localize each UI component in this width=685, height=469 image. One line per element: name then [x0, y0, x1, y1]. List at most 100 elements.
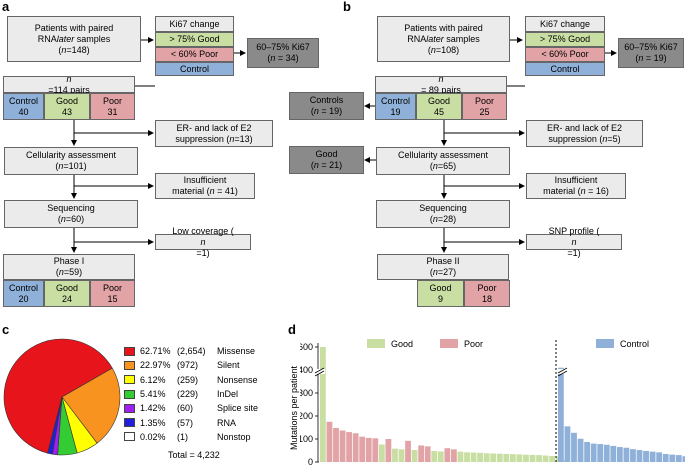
pie-legend-item: 62.71%(2,654)Missense	[124, 344, 274, 358]
bar-control	[590, 443, 597, 462]
pie-legend-label: Missense	[217, 346, 256, 357]
a-insufficient-box: Insufficient material (n = 41)	[155, 173, 255, 199]
b-controls-line2: (n = 19)	[310, 106, 343, 116]
pie-legend-label: Splice site	[217, 403, 259, 414]
b-controls-line1: Controls	[309, 95, 344, 105]
pie-legend-label: Silent	[217, 360, 240, 371]
pie-legend-label: Nonsense	[217, 374, 258, 385]
a-group2-poor-n: 15	[107, 293, 118, 304]
b-pairs-box: n = 89 pairs	[375, 74, 507, 95]
bar-control	[571, 432, 577, 462]
a-group1-poor-n: 31	[107, 106, 118, 117]
bar-good	[411, 450, 418, 462]
pie-legend-item: 1.35%(57)RNA	[124, 415, 274, 429]
bar-control	[675, 455, 682, 462]
pie-legend-count: (2,654)	[177, 346, 206, 357]
bar-control	[630, 449, 636, 462]
b-insufficient-box: Insufficient material (n = 16)	[526, 173, 626, 199]
bar-legend-item: Good	[367, 339, 413, 349]
bar-control	[669, 454, 676, 462]
panel-label-c: c	[2, 322, 10, 337]
a-insufficient-line2: material (n = 41)	[172, 186, 238, 196]
bar-poor	[359, 436, 366, 462]
bar-poor	[372, 438, 379, 462]
bar-poor	[405, 440, 411, 462]
y-tick-label: 100	[300, 434, 313, 444]
a-sequencing-line2: (n=60)	[57, 214, 85, 224]
b-ki67-control: Control	[525, 62, 605, 76]
a-group1-good-label: Good	[55, 95, 79, 106]
b-group1-control-n: 19	[390, 106, 401, 117]
a-phase-line1: Phase I	[53, 256, 85, 266]
bar-good	[516, 454, 523, 462]
a-excluded-line1: 60–75% Ki67	[256, 42, 310, 52]
b-er-line1: ER- and lack of E2	[546, 122, 623, 133]
pie-legend-swatch	[124, 360, 135, 370]
axis-break-mark	[557, 367, 568, 377]
a-group2-poor-label: Poor	[102, 282, 122, 293]
bar-good	[431, 450, 438, 462]
b-group1-control-label: Control	[380, 95, 410, 106]
a-cellularity-line2: (n=101)	[55, 161, 87, 171]
bar-good	[392, 448, 398, 462]
y-tick-label: 300	[300, 388, 313, 398]
a-group1-good-n: 43	[61, 106, 72, 117]
bar-control	[616, 447, 623, 462]
pie-legend-swatch	[124, 432, 135, 442]
b-start-box: Patients with paired RNAlater samples (n…	[377, 16, 510, 62]
pie-legend-count: (259)	[177, 374, 199, 385]
panel-label-d: d	[288, 322, 296, 337]
bar-poor	[451, 449, 457, 462]
b-ki67-poor: < 60% Poor	[525, 47, 605, 62]
b-snp-box: SNP profile (n=1)	[526, 226, 622, 258]
a-phase-line2: (n=59)	[55, 267, 83, 277]
b-start-line1: Patients with paired	[404, 22, 483, 33]
b-group1-poor-n: 25	[479, 106, 490, 117]
pie-legend-percent: 1.42%	[140, 403, 166, 414]
a-excluded-box: 60–75% Ki67 (n = 34)	[247, 38, 319, 68]
b-er-exclusion-box: ER- and lack of E2 suppression (n=5)	[526, 120, 643, 147]
panel-label-b: b	[343, 0, 351, 14]
a-ki67-title: Ki67 change	[155, 16, 234, 32]
a-low-coverage-box: Low coverage (n=1)	[155, 226, 251, 258]
bar-control	[623, 447, 630, 462]
a-ki67-good: > 75% Good	[155, 32, 234, 47]
pie-legend-swatch	[124, 418, 135, 428]
a-ki67-poor: < 60% Poor	[155, 47, 234, 62]
pie-legend-item: 1.42%(60)Splice site	[124, 401, 274, 415]
bar-poor	[418, 445, 425, 462]
b-excluded-line1: 60–75% Ki67	[624, 42, 678, 52]
b-insufficient-line1: Insufficient	[554, 175, 598, 185]
bar-control	[682, 456, 685, 462]
pie-total: Total = 4,232	[168, 450, 220, 460]
bar-good	[529, 454, 536, 462]
b-start-line3: (n=108)	[427, 44, 460, 55]
b-phase-box: Phase II (n=27)	[377, 254, 509, 280]
a-start-box: Patients with paired RNAlater samples (n…	[7, 16, 141, 62]
bar-good	[398, 449, 405, 462]
bar-good	[470, 452, 477, 462]
pie-legend-swatch	[124, 389, 135, 399]
bar-legend-item: Control	[596, 339, 649, 349]
a-sequencing-box: Sequencing (n=60)	[4, 200, 138, 228]
a-er-exclusion-box: ER- and lack of E2 suppression (n=13)	[155, 120, 273, 147]
bar-poor	[346, 432, 352, 462]
bar-poor	[385, 439, 392, 462]
y-tick-label: 0	[308, 457, 313, 467]
a-pairs-box: n=114 pairs	[3, 74, 135, 95]
pie-legend-swatch	[124, 403, 135, 413]
bar-good	[509, 454, 516, 462]
b-phase-line1: Phase II	[426, 256, 460, 266]
b-group2-good-n: 9	[437, 293, 443, 304]
pie-legend-percent: 0.02%	[140, 431, 166, 442]
bar-control	[584, 441, 590, 462]
b-group1-poor-label: Poor	[474, 95, 494, 106]
panel-label-a: a	[2, 0, 10, 14]
bar-good	[503, 453, 510, 462]
bar-poor	[333, 427, 339, 462]
